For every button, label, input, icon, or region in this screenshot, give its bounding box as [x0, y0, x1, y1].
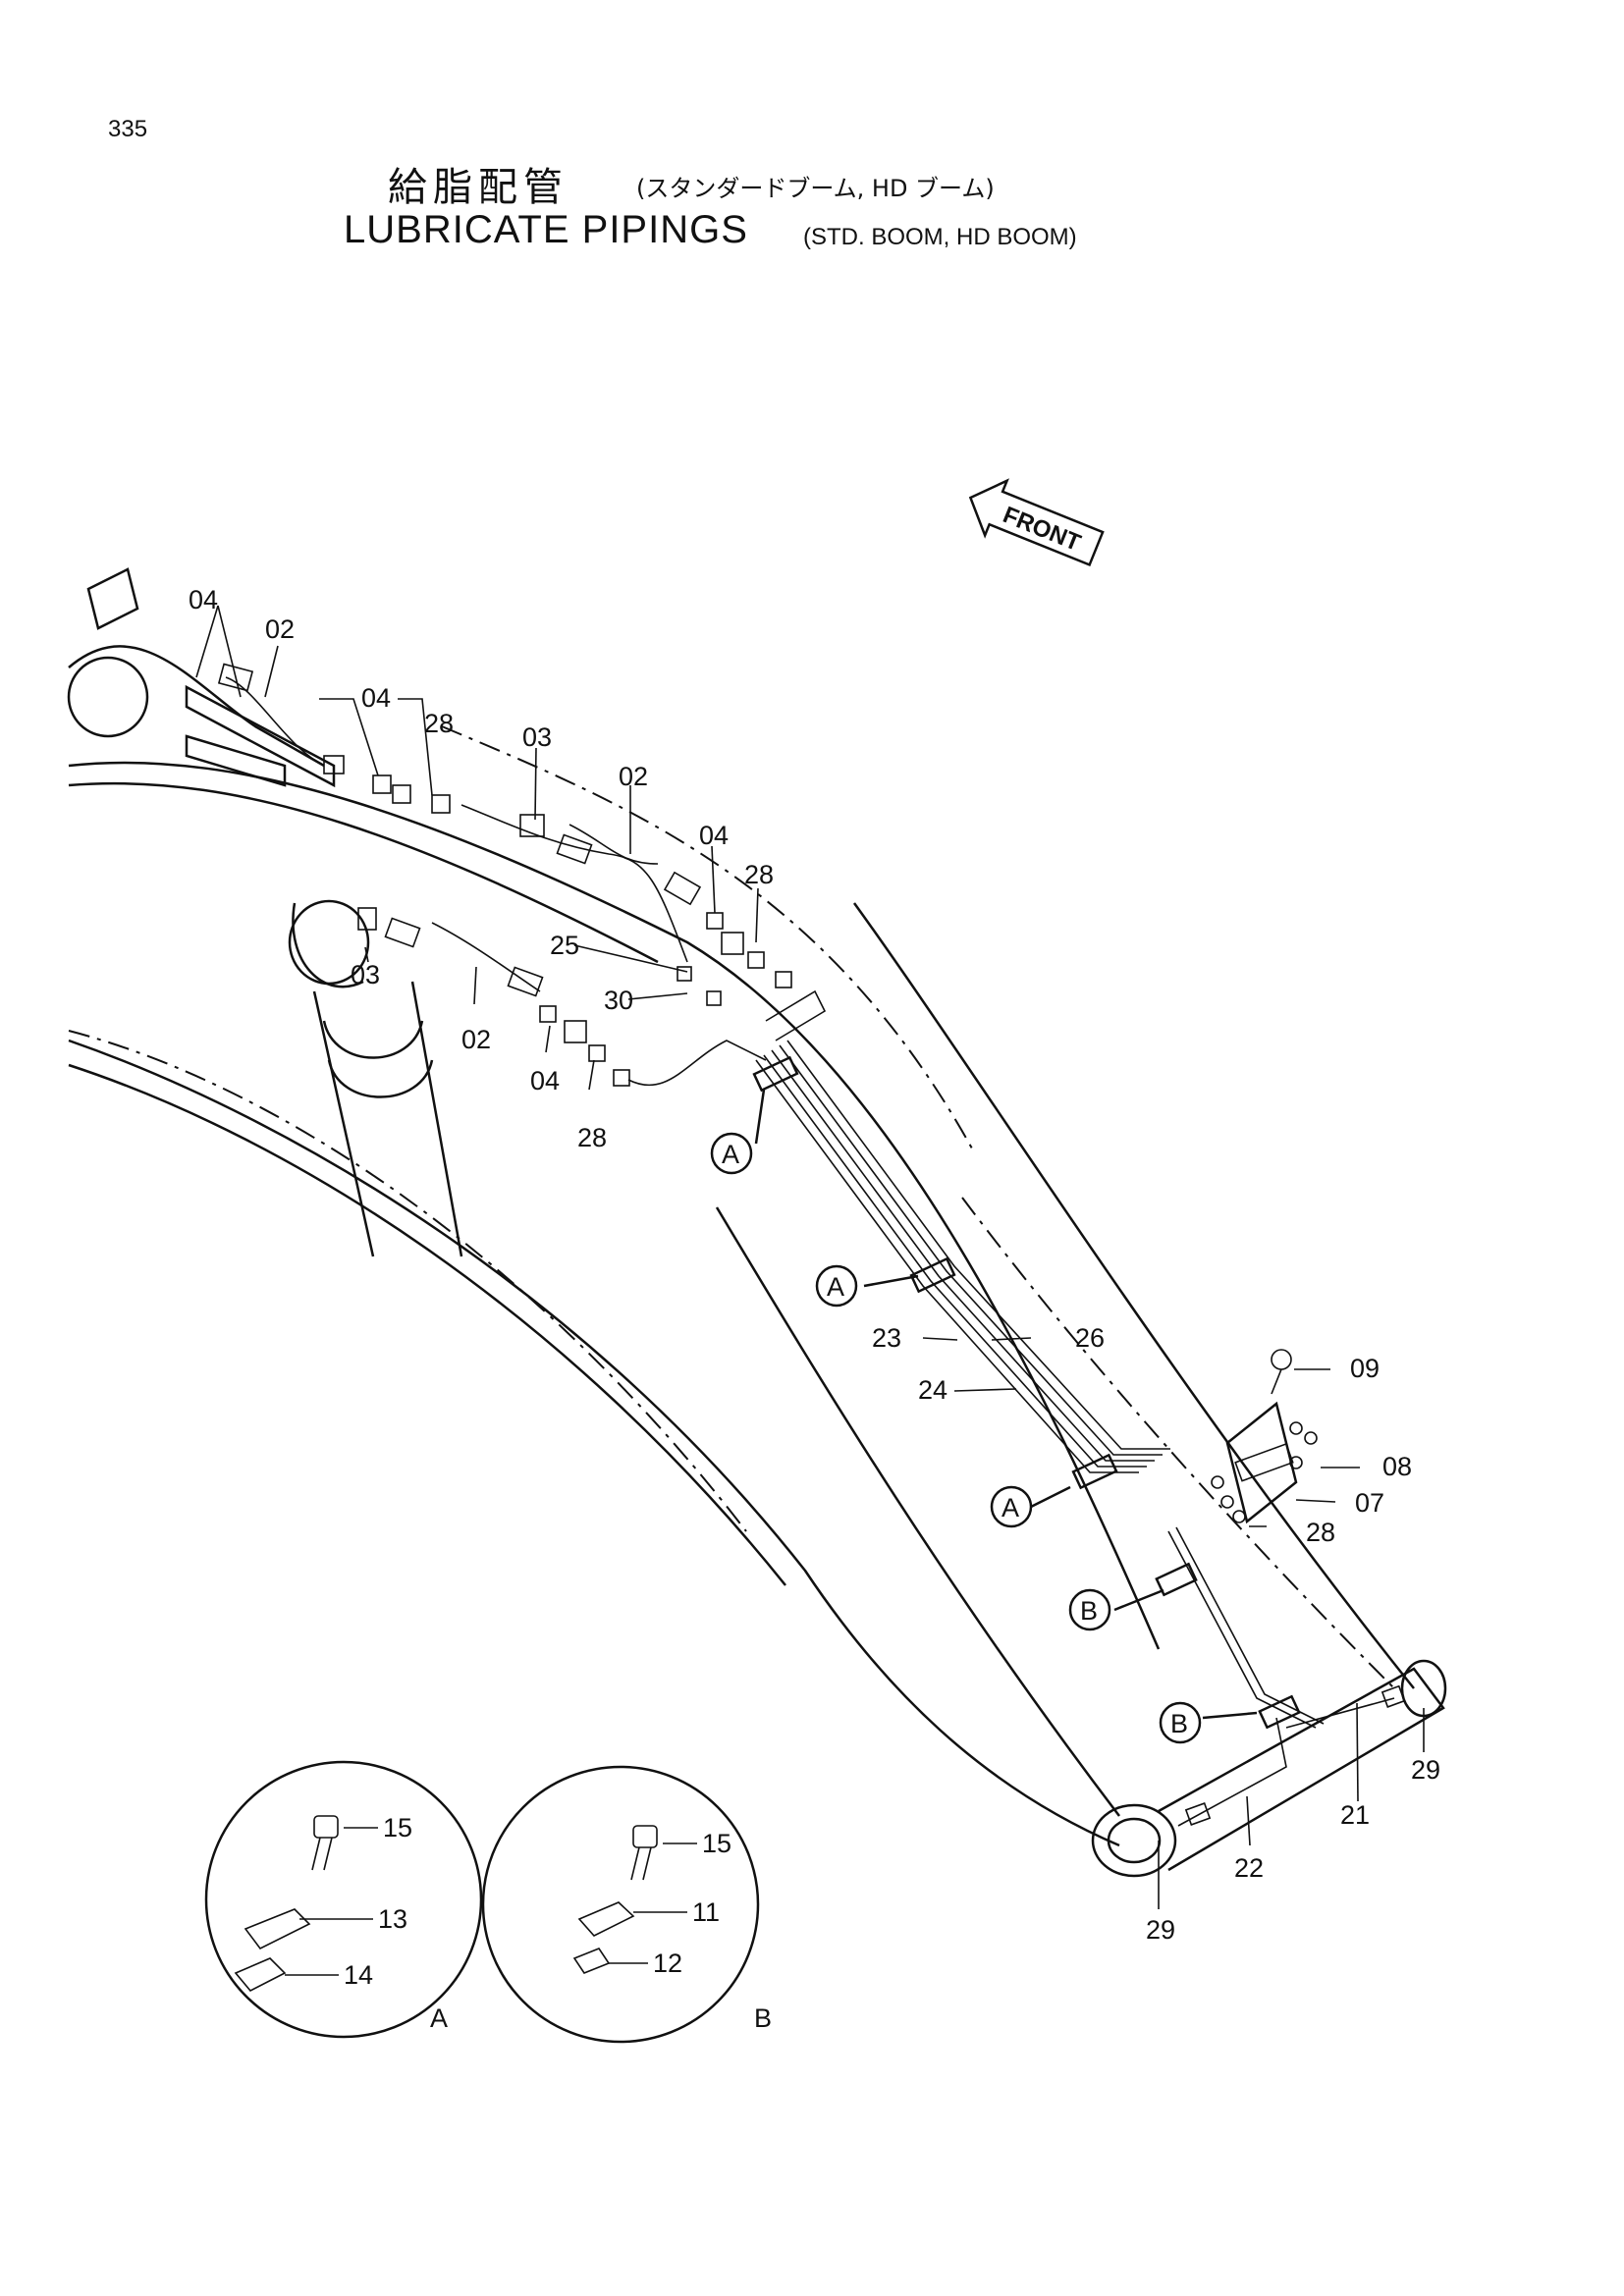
front-label: FRONT	[1000, 502, 1085, 557]
callout-15: 15	[702, 1829, 731, 1858]
leader-lines	[195, 605, 1425, 1909]
title-english-subtitle: (STD. BOOM, HD BOOM)	[803, 224, 1077, 250]
callout-30: 30	[604, 986, 633, 1015]
callout-03: 03	[351, 960, 380, 989]
callout-29: 29	[1411, 1755, 1440, 1785]
callout-26: 26	[1075, 1323, 1105, 1353]
callout-03: 03	[522, 722, 552, 752]
detail-view-a-label: A	[430, 2003, 448, 2033]
detail-view-a: 15 13 14 A	[204, 1760, 483, 2039]
callout-24: 24	[918, 1375, 947, 1405]
callout-21: 21	[1340, 1800, 1370, 1830]
page-number: 335	[108, 116, 148, 142]
callout-04: 04	[530, 1066, 560, 1095]
callout-22: 22	[1234, 1853, 1264, 1883]
callout-02: 02	[619, 762, 648, 791]
callout-02: 02	[461, 1025, 491, 1054]
callout-29: 29	[1146, 1915, 1175, 1945]
callout-04: 04	[189, 585, 218, 614]
front-arrow-icon: FRONT	[968, 478, 1105, 567]
callout-labels: 04 02 04 28 03 02 04 28 25 30 03 02 04 2…	[189, 585, 1440, 1945]
lube-pipe-bundle	[225, 676, 1395, 1827]
svg-text:B: B	[1080, 1596, 1098, 1626]
section-marker-b2: B	[1159, 1701, 1202, 1744]
callout-07: 07	[1355, 1488, 1384, 1518]
callout-08: 08	[1382, 1452, 1412, 1481]
callout-14: 14	[344, 1960, 373, 1990]
callout-28: 28	[744, 860, 774, 889]
callout-09: 09	[1350, 1354, 1380, 1383]
detail-view-b-label: B	[754, 2003, 772, 2033]
section-marker-a2: A	[815, 1264, 858, 1308]
callout-13: 13	[378, 1904, 407, 1934]
section-marker-a1: A	[710, 1132, 753, 1175]
manifold-block	[1211, 1349, 1318, 1524]
callout-12: 12	[653, 1949, 682, 1978]
callout-28: 28	[1306, 1518, 1335, 1547]
callout-28: 28	[424, 709, 454, 738]
svg-text:A: A	[722, 1140, 739, 1169]
svg-text:A: A	[1001, 1493, 1019, 1522]
title-japanese: 給脂配管	[388, 165, 568, 210]
title-english: LUBRICATE PIPINGS	[344, 208, 748, 251]
callout-04: 04	[699, 821, 729, 850]
fittings	[217, 663, 1406, 1826]
clamp-markers	[752, 1055, 1301, 1730]
title-japanese-subtitle: (スタンダードブーム, HD ブーム)	[636, 175, 995, 202]
callout-25: 25	[550, 931, 579, 960]
section-marker-a3: A	[990, 1485, 1033, 1528]
callout-02: 02	[265, 614, 295, 644]
boom-structure	[67, 567, 1447, 1878]
svg-text:B: B	[1170, 1709, 1188, 1738]
callout-28: 28	[577, 1123, 607, 1152]
callout-04: 04	[361, 683, 391, 713]
svg-text:A: A	[827, 1272, 844, 1302]
detail-view-b: 15 11 12 B	[481, 1765, 772, 2044]
callout-15: 15	[383, 1813, 412, 1842]
section-marker-b1: B	[1068, 1588, 1111, 1631]
callout-11: 11	[692, 1897, 720, 1927]
callout-23: 23	[872, 1323, 901, 1353]
